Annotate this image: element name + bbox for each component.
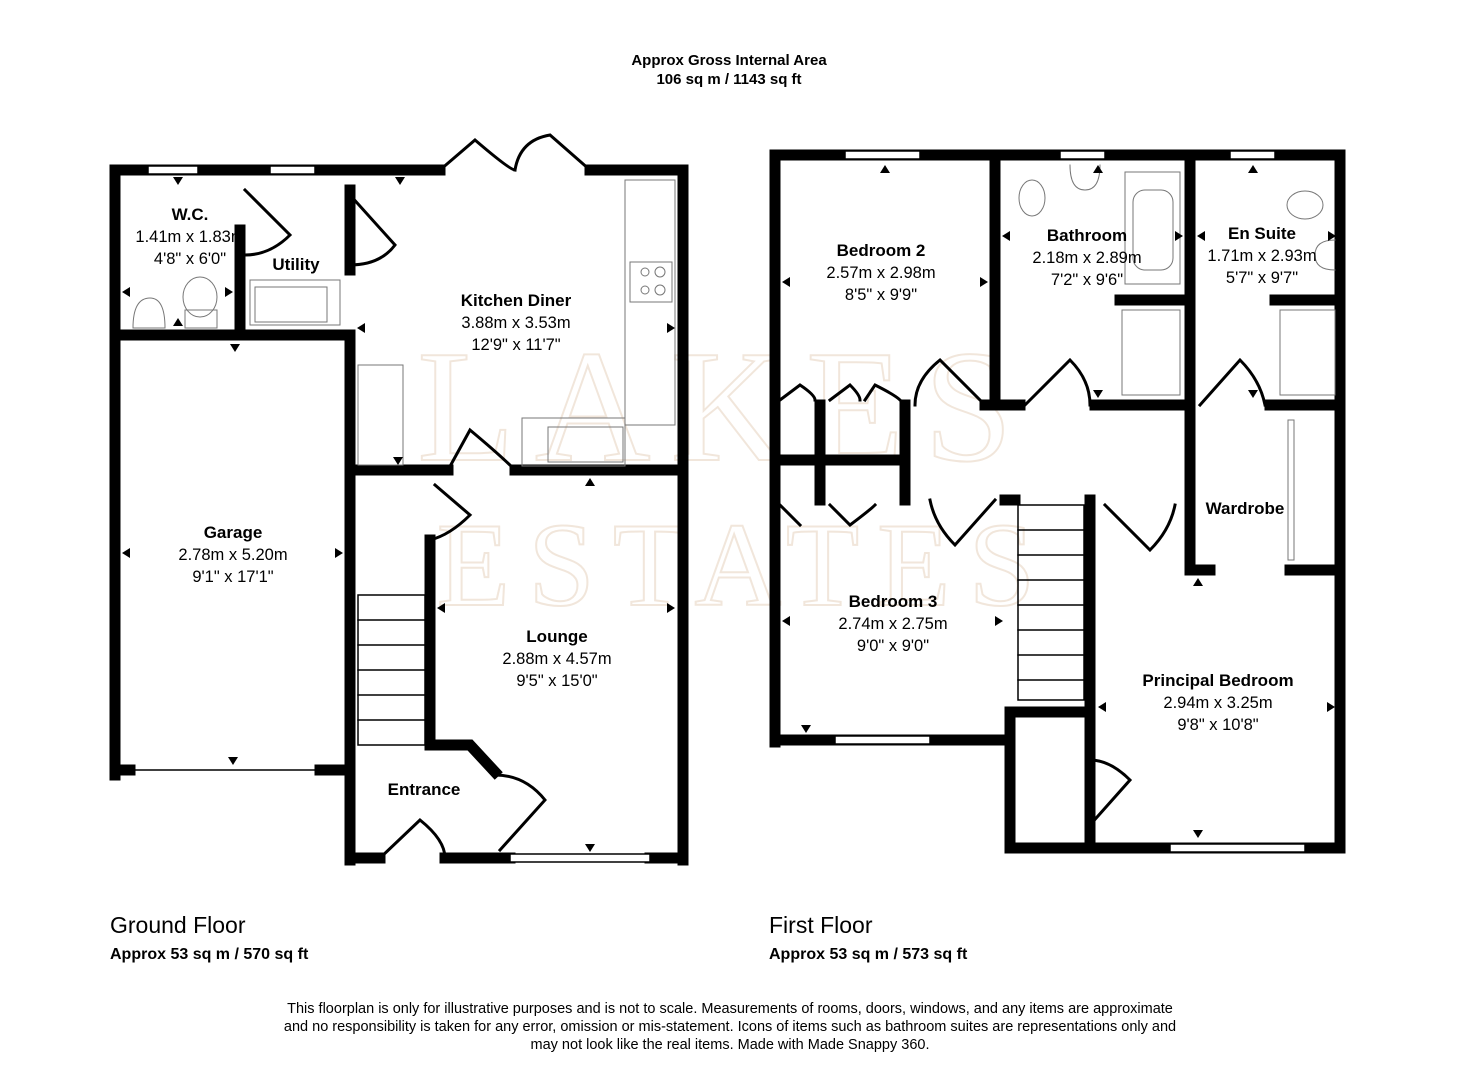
ground-floor-fittings — [132, 179, 676, 467]
room-name-kitchen: Kitchen Diner — [461, 291, 572, 310]
room-name-wc: W.C. — [172, 205, 209, 224]
room-metric-bedroom-3: 2.74m x 2.75m — [838, 615, 947, 633]
ensuite-toilet-icon — [1286, 190, 1324, 220]
room-imperial-kitchen: 12'9" x 11'7" — [471, 336, 560, 354]
room-imperial-en-suite: 5'7" x 9'7" — [1226, 269, 1298, 287]
wc-toilet-icon — [182, 276, 218, 318]
ground-floor-room-labels: W.C. 1.41m x 1.83m 4'8" x 6'0" Utility K… — [135, 205, 611, 799]
wardrobe-sliding-door — [1287, 419, 1295, 561]
room-metric-principal-bedroom: 2.94m x 3.25m — [1163, 694, 1272, 712]
room-imperial-bathroom: 7'2" x 9'6" — [1051, 271, 1123, 289]
first-floor-stairs — [1017, 504, 1085, 701]
gross-area-value: 106 sq m / 1143 sq ft — [656, 71, 802, 88]
shower-icon — [1121, 309, 1181, 396]
first-floor-dimension-arrows — [782, 165, 1336, 838]
dimension-arrows — [122, 177, 675, 852]
room-name-bedroom-2: Bedroom 2 — [837, 241, 926, 260]
ground-floor-area: Approx 53 sq m / 570 sq ft — [110, 946, 309, 963]
room-imperial-bedroom-2: 8'5" x 9'9" — [845, 286, 917, 304]
first-floor-plan — [769, 149, 1346, 854]
disclaimer-line-1: This floorplan is only for illustrative … — [287, 1001, 1173, 1017]
room-metric-bathroom: 2.18m x 2.89m — [1032, 249, 1141, 267]
ground-floor-walls — [109, 164, 689, 866]
room-name-bedroom-3: Bedroom 3 — [849, 592, 938, 611]
room-name-lounge: Lounge — [526, 627, 587, 646]
disclaimer-line-2: and no responsibility is taken for any e… — [283, 1019, 1177, 1035]
room-imperial-garage: 9'1" x 17'1" — [192, 568, 273, 586]
first-floor-area: Approx 53 sq m / 573 sq ft — [769, 946, 968, 963]
first-floor-doors — [777, 357, 1267, 828]
ground-floor-title: Ground Floor — [110, 912, 246, 938]
room-imperial-lounge: 9'5" x 15'0" — [516, 672, 597, 690]
bathroom-basin-icon — [1069, 164, 1101, 191]
ensuite-shower-icon — [1279, 309, 1336, 396]
disclaimer-line-3: may not look like the real items. Made w… — [530, 1037, 930, 1053]
gross-area-label: Approx Gross Internal Area — [631, 52, 827, 69]
room-metric-lounge: 2.88m x 4.57m — [502, 650, 611, 668]
room-name-garage: Garage — [204, 523, 263, 542]
room-name-wardrobe: Wardrobe — [1206, 499, 1285, 518]
first-floor-windows — [834, 150, 1306, 853]
bathroom-toilet-icon — [1018, 179, 1046, 217]
first-floor-room-labels: Bedroom 2 2.57m x 2.98m 8'5" x 9'9" Bath… — [826, 224, 1316, 734]
bath-icon — [1124, 171, 1181, 285]
ground-floor-stairs — [357, 594, 426, 746]
room-imperial-wc: 4'8" x 6'0" — [154, 250, 226, 268]
room-imperial-principal-bedroom: 9'8" x 10'8" — [1177, 716, 1258, 734]
first-floor-fittings — [1018, 164, 1336, 561]
room-imperial-bedroom-3: 9'0" x 9'0" — [857, 637, 929, 655]
room-metric-en-suite: 1.71m x 2.93m — [1207, 247, 1316, 265]
room-metric-garage: 2.78m x 5.20m — [178, 546, 287, 564]
ground-floor-windows — [129, 165, 651, 863]
disclaimer: This floorplan is only for illustrative … — [200, 1000, 1260, 1054]
utility-sink-icon — [254, 286, 328, 323]
room-name-entrance: Entrance — [388, 780, 461, 799]
room-metric-kitchen: 3.88m x 3.53m — [461, 314, 570, 332]
first-floor-walls — [769, 149, 1346, 854]
room-name-principal-bedroom: Principal Bedroom — [1142, 671, 1293, 690]
kitchen-sink-icon — [547, 426, 624, 463]
room-metric-wc: 1.41m x 1.83m — [135, 228, 244, 246]
first-floor-title: First Floor — [769, 912, 873, 938]
ensuite-basin-icon — [1314, 239, 1336, 271]
room-name-utility: Utility — [272, 255, 320, 274]
room-name-bathroom: Bathroom — [1047, 226, 1127, 245]
room-metric-bedroom-2: 2.57m x 2.98m — [826, 264, 935, 282]
ground-floor-doors — [242, 133, 593, 861]
hob-icon — [629, 261, 673, 303]
ground-floor-plan — [109, 133, 689, 866]
wc-basin-icon — [132, 297, 166, 329]
room-name-en-suite: En Suite — [1228, 224, 1296, 243]
svg-text:ESTATES: ESTATES — [437, 498, 1053, 631]
